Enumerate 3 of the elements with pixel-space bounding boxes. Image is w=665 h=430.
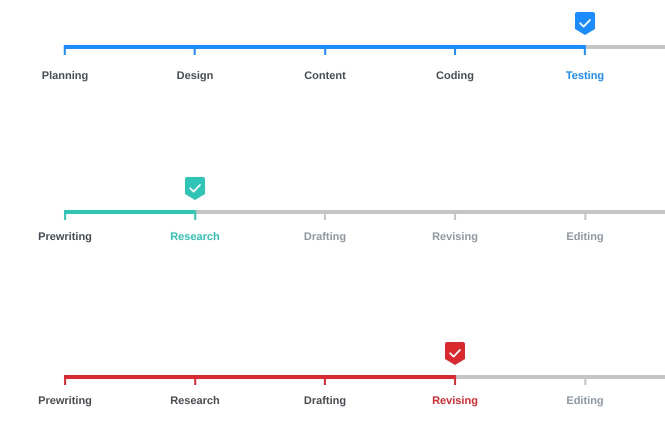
progress-step: Planning	[40, 45, 90, 83]
progress-step: Revising	[431, 375, 479, 408]
progress-step: Testing	[564, 45, 606, 83]
